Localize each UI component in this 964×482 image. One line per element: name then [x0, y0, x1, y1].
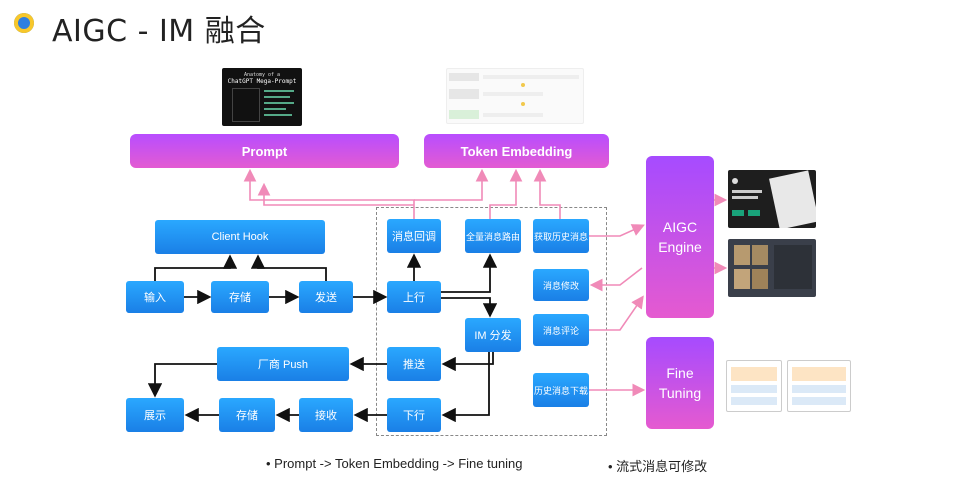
aigc-engine-node: AIGC Engine: [646, 156, 714, 318]
edit-message-node: 消息修改: [533, 269, 589, 301]
store-node-2: 存储: [219, 398, 275, 432]
display-node: 展示: [126, 398, 184, 432]
bullet-dot-icon: •: [608, 459, 617, 474]
chatgpt-welcome-thumbnail: [728, 170, 816, 228]
arrow-callback-prompt-right: [257, 182, 414, 206]
arrow-upstream-dispatch: [441, 297, 498, 318]
fetch-history-node: 获取历史消息: [533, 219, 589, 253]
arrow-callback-token: [414, 168, 489, 201]
arrow-callback-prompt-left: [243, 168, 415, 219]
comment-message-node: 消息评论: [533, 314, 589, 346]
full-route-node: 全量消息路由: [465, 219, 521, 253]
callback-node: 消息回调: [387, 219, 441, 253]
arrow-aigc-edit: [589, 267, 643, 292]
page-title: AIGC - IM 融合: [52, 14, 266, 49]
arrow-input-clienthook: [154, 254, 238, 281]
push-node: 推送: [387, 347, 441, 381]
im-dispatch-node: IM 分发: [465, 318, 521, 352]
store-node: 存储: [211, 281, 269, 313]
bullet-1-text: Prompt -> Token Embedding -> Fine tuning: [274, 456, 523, 471]
arrow-history-token: [533, 168, 561, 219]
image-generation-thumbnail: [728, 239, 816, 297]
input-node: 输入: [126, 281, 184, 313]
receive-node: 接收: [299, 398, 353, 432]
bullet-2-text: 流式消息可修改: [616, 459, 708, 474]
arrow-upstream-route: [441, 253, 498, 293]
fine-tuning-diagram-thumbnail-2: [787, 360, 851, 412]
mega-prompt-caption-2: ChatGPT Mega-Prompt: [227, 78, 297, 85]
arrow-send-clienthook: [250, 254, 327, 281]
title-bullet-icon: [14, 13, 34, 33]
arrow-history-aigc: [589, 224, 645, 237]
arrow-route-token: [489, 168, 523, 219]
upstream-node: 上行: [387, 281, 441, 313]
arrow-dispatch-push: [441, 352, 494, 372]
arrow-comment-aigc: [589, 295, 644, 331]
bullet-1: • Prompt -> Token Embedding -> Fine tuni…: [266, 456, 523, 471]
fine-tuning-node: Fine Tuning: [646, 337, 714, 429]
fine-tuning-diagram-thumbnail-1: [726, 360, 782, 412]
arrow-vendor-display: [147, 363, 217, 398]
im-server-region: [376, 207, 607, 436]
bullet-dot-icon: •: [266, 456, 275, 471]
vendor-push-node: 厂商 Push: [217, 347, 349, 381]
client-hook-node: Client Hook: [155, 220, 325, 254]
token-embedding-thumbnail: [446, 68, 584, 124]
prompt-node: Prompt: [130, 134, 399, 168]
token-embedding-node: Token Embedding: [424, 134, 609, 168]
mega-prompt-caption-1: Anatomy of a: [243, 72, 281, 78]
arrow-dispatch-downstream: [441, 352, 490, 423]
downstream-node: 下行: [387, 398, 441, 432]
send-node: 发送: [299, 281, 353, 313]
mega-prompt-thumbnail: Anatomy of a ChatGPT Mega-Prompt: [222, 68, 302, 126]
bullet-2: • 流式消息可修改: [608, 456, 707, 475]
download-history-node: 历史消息下载: [533, 373, 589, 407]
